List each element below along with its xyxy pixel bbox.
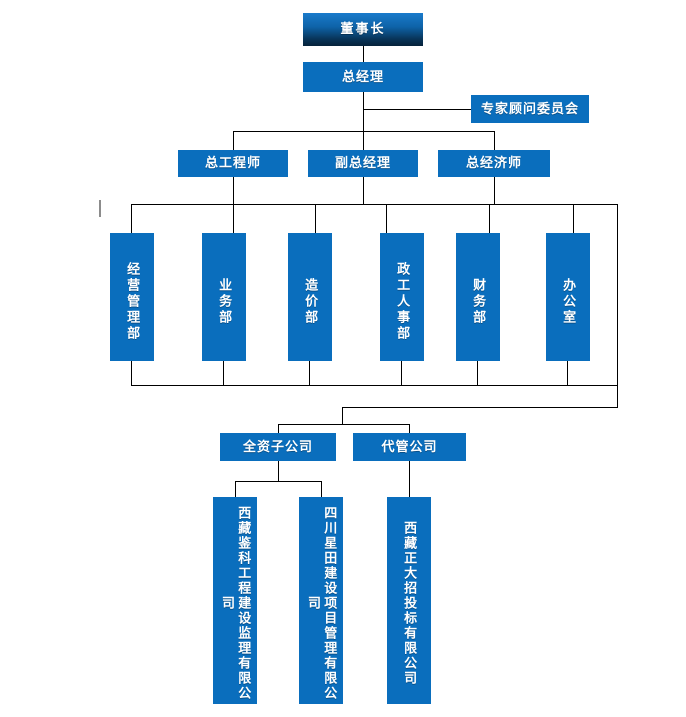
node-company-xizang-jianke[interactable]: 西藏鉴科工程建设监理有限公司 bbox=[213, 497, 257, 704]
node-group-managed-company[interactable]: 代管公司 bbox=[353, 433, 466, 461]
node-officer-chief-economist[interactable]: 总经济师 bbox=[438, 150, 550, 177]
connector-gm-to-advisory bbox=[363, 109, 471, 110]
node-company-xizang-zhengda[interactable]: 西藏正大招投标有限公司 bbox=[387, 497, 431, 704]
connector-dept-out-2 bbox=[223, 361, 224, 385]
connector-subsidiary-bus bbox=[278, 424, 409, 425]
node-department-office[interactable]: 办公室 bbox=[546, 233, 590, 361]
connector-officer-drop-3 bbox=[494, 131, 495, 150]
tick-mark-left bbox=[99, 200, 101, 217]
connector-dept-out-1 bbox=[131, 361, 132, 385]
node-officer-deputy-gm[interactable]: 副总经理 bbox=[308, 150, 418, 177]
connector-dept-drop-5 bbox=[489, 204, 490, 233]
connector-wholly-owned-bus bbox=[235, 481, 321, 482]
connector-wholly-owned-trunk bbox=[278, 461, 279, 481]
connector-subsidiary-bus-right-drop bbox=[409, 424, 410, 434]
connector-chairman-to-gm bbox=[363, 46, 364, 62]
node-group-wholly-owned-subsidiary[interactable]: 全资子公司 bbox=[220, 433, 336, 461]
connector-dept-out-3 bbox=[309, 361, 310, 385]
node-department-operations-management[interactable]: 经营管理部 bbox=[110, 233, 154, 361]
node-department-finance[interactable]: 财务部 bbox=[456, 233, 500, 361]
connector-dept-drop-4 bbox=[315, 204, 316, 233]
node-officer-chief-engineer[interactable]: 总工程师 bbox=[178, 150, 288, 177]
node-department-cost[interactable]: 造价部 bbox=[288, 233, 332, 361]
node-chairman[interactable]: 董事长 bbox=[303, 13, 423, 46]
node-general-manager[interactable]: 总经理 bbox=[303, 62, 423, 92]
connector-managed-company-child bbox=[409, 461, 410, 497]
node-department-business[interactable]: 业务部 bbox=[202, 233, 246, 361]
node-company-sichuan-xingtian[interactable]: 四川星田建设项目管理有限公司 bbox=[299, 497, 343, 704]
connector-subsidiary-bus-left-drop bbox=[278, 424, 279, 434]
connector-dept-drop-2 bbox=[386, 204, 387, 233]
node-advisory-committee[interactable]: 专家顾问委员会 bbox=[471, 95, 589, 123]
connector-department-bottom-bus bbox=[131, 385, 618, 386]
connector-chief-economist-to-dept-bus bbox=[494, 177, 495, 204]
connector-wholly-owned-child-2 bbox=[321, 481, 322, 497]
connector-dept-drop-6 bbox=[573, 204, 574, 233]
connector-dept-out-6 bbox=[567, 361, 568, 385]
connector-officer-drop-1 bbox=[233, 131, 234, 150]
connector-department-top-bus bbox=[131, 204, 617, 205]
connector-dept-out-5 bbox=[477, 361, 478, 385]
connector-subsidiary-riser bbox=[617, 385, 618, 407]
connector-dept-drop-1 bbox=[131, 204, 132, 233]
node-department-political-hr[interactable]: 政工人事部 bbox=[380, 233, 424, 361]
connector-dept-drop-3 bbox=[233, 204, 234, 233]
connector-gm-trunk bbox=[363, 92, 364, 150]
connector-wholly-owned-child-1 bbox=[235, 481, 236, 497]
connector-subsidiary-drop bbox=[342, 407, 343, 424]
connector-deputy-gm-to-dept-bus bbox=[363, 177, 364, 204]
connector-chief-engineer-to-dept-bus bbox=[233, 177, 234, 204]
connector-officer-bus bbox=[233, 131, 494, 132]
connector-dept-out-4 bbox=[401, 361, 402, 385]
connector-right-riser bbox=[617, 204, 618, 385]
connector-subsidiary-lead bbox=[342, 407, 618, 408]
